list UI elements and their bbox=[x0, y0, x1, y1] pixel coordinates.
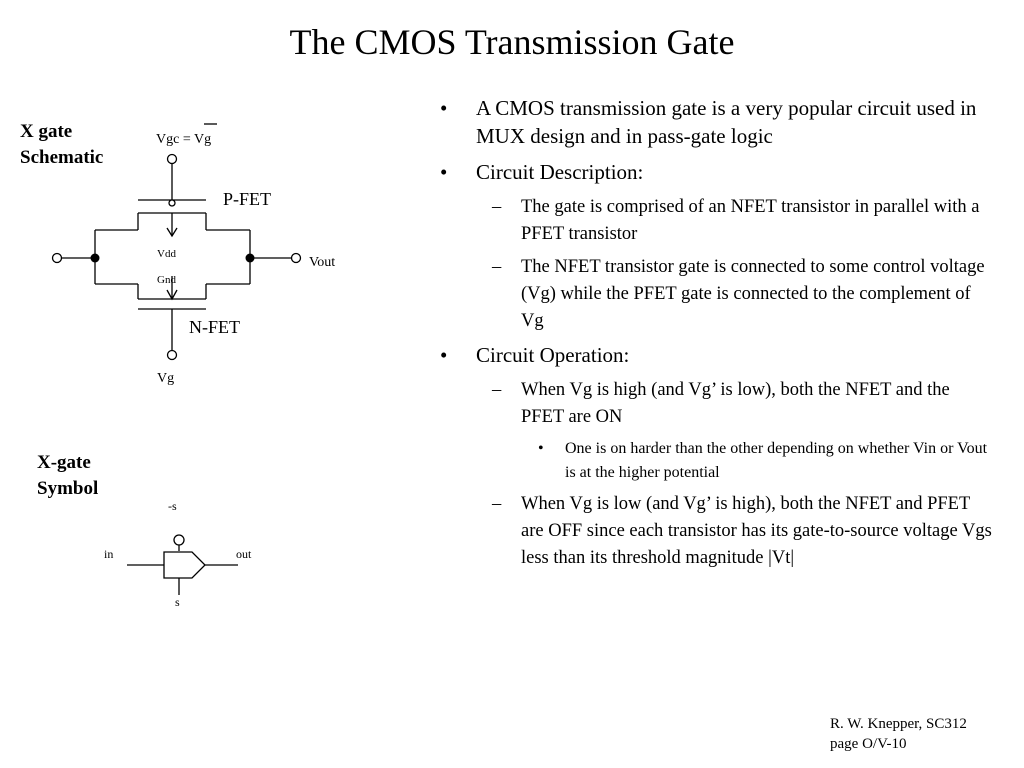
x-gate-schematic-diagram: Vgc = Vg P-FET Vdd Gnd Vout N-FET Vg bbox=[51, 123, 335, 386]
vg-label: Vg bbox=[157, 371, 174, 386]
vdd-label: Vdd bbox=[157, 248, 176, 260]
schematic-heading: X gate Schematic bbox=[20, 119, 103, 171]
nfet-label: N-FET bbox=[189, 317, 240, 337]
x-gate-symbol-diagram: -s in out s bbox=[104, 499, 252, 609]
footer-author: R. W. Knepper, SC312 bbox=[830, 716, 967, 732]
vgc-terminal bbox=[166, 153, 178, 165]
vout-terminal bbox=[290, 252, 302, 264]
symbol-out-label: out bbox=[236, 547, 252, 561]
bullet-item: Circuit Operation: bbox=[434, 341, 994, 369]
footer: R. W. Knepper, SC312 page O/V-10 bbox=[830, 714, 967, 754]
bullet-item: Circuit Description: bbox=[434, 158, 994, 186]
symbol-bottom-label: s bbox=[175, 595, 180, 609]
symbol-heading-line1: X-gate bbox=[37, 452, 91, 473]
vg-terminal bbox=[166, 349, 178, 361]
right-junction-dot bbox=[245, 253, 255, 263]
left-junction-dot bbox=[90, 253, 100, 263]
bullet-item: A CMOS transmission gate is a very popul… bbox=[434, 94, 994, 150]
slide-title: The CMOS Transmission Gate bbox=[289, 22, 735, 62]
symbol-heading: X-gate Symbol bbox=[37, 450, 98, 502]
symbol-heading-line2: Symbol bbox=[37, 478, 99, 499]
sub-bullet-item: When Vg is high (and Vg’ is low), both t… bbox=[434, 377, 994, 431]
vgc-label: Vgc = Vg bbox=[156, 132, 211, 147]
sub-bullet-item: The NFET transistor gate is connected to… bbox=[434, 254, 994, 335]
sub-bullet-item: When Vg is low (and Vg’ is high), both t… bbox=[434, 491, 994, 572]
sub-bullet-item: The gate is comprised of an NFET transis… bbox=[434, 194, 994, 248]
gnd-label: Gnd bbox=[157, 274, 176, 286]
symbol-top-label: -s bbox=[168, 499, 177, 513]
vin-terminal bbox=[51, 252, 63, 264]
sub-sub-bullet-item: One is on harder than the other dependin… bbox=[434, 437, 994, 485]
schematic-heading-line2: Schematic bbox=[20, 147, 104, 168]
x-gate-symbol-body bbox=[163, 551, 206, 579]
inverted-control-bubble bbox=[173, 534, 185, 546]
symbol-in-label: in bbox=[104, 547, 113, 561]
footer-page: page O/V-10 bbox=[830, 736, 907, 752]
pfet-label: P-FET bbox=[223, 189, 271, 209]
vout-label: Vout bbox=[309, 255, 335, 270]
bullet-list: A CMOS transmission gate is a very popul… bbox=[434, 94, 994, 578]
schematic-heading-line1: X gate bbox=[20, 121, 73, 142]
